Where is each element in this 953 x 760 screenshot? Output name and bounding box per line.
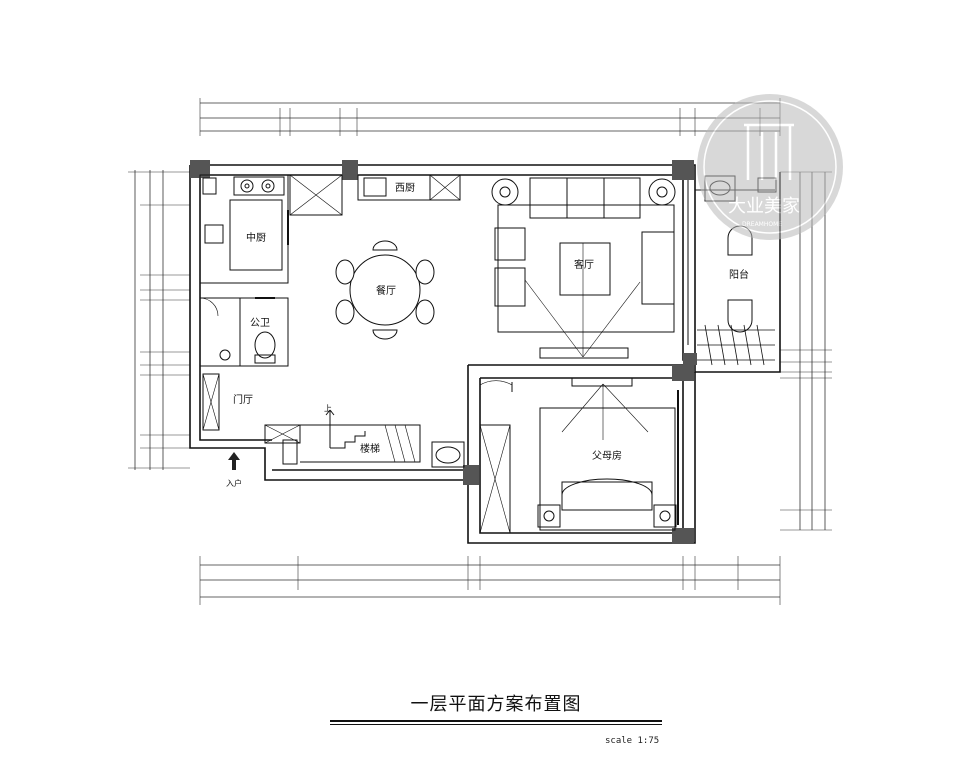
room-label-parents-room: 父母房 xyxy=(592,449,622,462)
room-label-living: 客厅 xyxy=(574,258,594,271)
living-room-furniture xyxy=(491,177,676,359)
room-label-bathroom: 公卫 xyxy=(250,318,270,329)
drawing-scale: scale 1:75 xyxy=(605,736,660,746)
room-label-kitchen: 中厨 xyxy=(246,231,266,244)
room-label-dining: 餐厅 xyxy=(376,284,396,297)
western-kitchen-area xyxy=(357,174,461,201)
stairs-area xyxy=(264,409,465,468)
foyer-area xyxy=(202,373,220,431)
dining-set xyxy=(335,240,435,340)
entrance-arrow-icon xyxy=(228,452,240,470)
drawing-title: 一层平面方案布置图 xyxy=(410,694,582,715)
wall-columns xyxy=(190,160,697,544)
kitchen-area xyxy=(199,174,343,284)
stairs-up-label: 上 xyxy=(324,404,332,413)
brand-watermark-logo: 大业美家 DREAMHOME xyxy=(697,94,843,240)
watermark-brand-cn: 大业美家 xyxy=(728,196,800,217)
entrance-label: 入户 xyxy=(226,478,242,488)
room-label-stairs: 楼梯 xyxy=(360,442,380,455)
room-label-balcony: 阳台 xyxy=(729,268,749,281)
title-block: 一层平面方案布置图 xyxy=(330,692,662,725)
title-underline-thin xyxy=(330,724,662,725)
left-dimensions xyxy=(128,170,190,470)
room-label-western-kitchen: 西厨 xyxy=(395,182,415,194)
parents-room-furniture xyxy=(479,377,679,534)
room-label-foyer: 门厅 xyxy=(233,393,253,406)
top-dimensions xyxy=(199,98,781,136)
bottom-dimensions xyxy=(199,556,781,605)
watermark-brand-en: DREAMHOME xyxy=(742,221,782,228)
title-underline-thick xyxy=(330,720,662,722)
bathroom-area xyxy=(199,297,289,367)
